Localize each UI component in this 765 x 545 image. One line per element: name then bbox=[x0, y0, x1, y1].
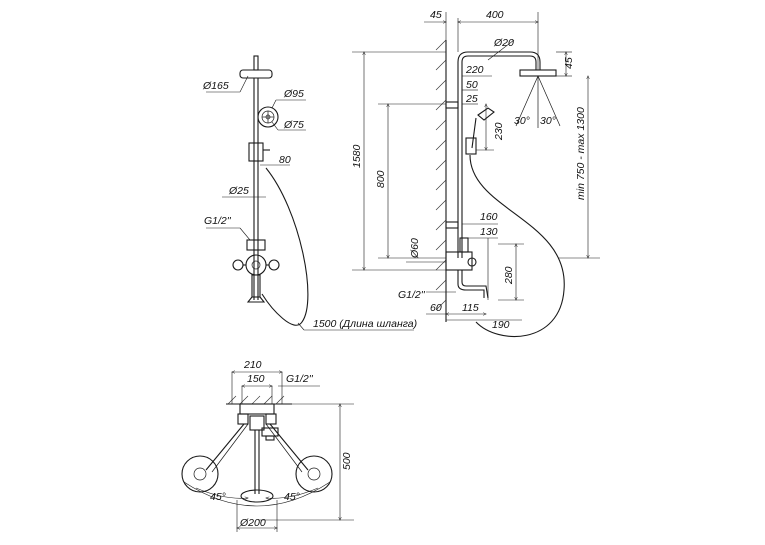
dim-range: min 750 - max 1300 bbox=[575, 107, 587, 200]
dim-d25: Ø25 bbox=[228, 185, 249, 197]
dim-190: 190 bbox=[492, 319, 510, 331]
dim-g12-side: G1/2'' bbox=[398, 289, 426, 301]
dim-160: 160 bbox=[480, 211, 498, 223]
dim-45-head: 45 bbox=[563, 57, 575, 69]
angle-45-left: 45° bbox=[210, 491, 226, 503]
dim-45-top: 45 bbox=[430, 9, 442, 21]
angle-30-right: 30° bbox=[540, 115, 556, 127]
dim-210: 210 bbox=[243, 359, 262, 371]
front-view: Ø165 Ø95 Ø75 80 Ø25 G1/2'' 1500 (Длина ш… bbox=[202, 55, 417, 331]
dim-d165: Ø165 bbox=[202, 80, 229, 92]
dim-400: 400 bbox=[486, 9, 504, 21]
dim-130: 130 bbox=[480, 226, 498, 238]
dim-150: 150 bbox=[247, 373, 265, 385]
dim-g12-left: G1/2'' bbox=[204, 215, 232, 227]
dim-80: 80 bbox=[279, 154, 291, 166]
angle-30-left: 30° bbox=[514, 115, 530, 127]
dim-800: 800 bbox=[375, 170, 387, 188]
dim-d200: Ø200 bbox=[239, 517, 266, 529]
dim-d75: Ø75 bbox=[283, 119, 304, 131]
dim-g12-bottom: G1/2'' bbox=[286, 373, 314, 385]
dim-hose-length: 1500 (Длина шланга) bbox=[313, 318, 417, 330]
angle-45-right: 45° bbox=[284, 491, 300, 503]
dim-d60: Ø60 bbox=[409, 238, 421, 259]
dim-50: 50 bbox=[466, 79, 478, 91]
top-view: 210 150 G1/2'' 500 45° 45° Ø200 bbox=[181, 359, 354, 532]
dim-25: 25 bbox=[465, 93, 478, 105]
dim-115: 115 bbox=[462, 302, 479, 314]
dim-d20: Ø20 bbox=[493, 37, 514, 49]
dim-1580: 1580 bbox=[351, 144, 363, 168]
side-view: 45 400 Ø20 45 220 50 25 230 30° 30° 1580… bbox=[351, 9, 600, 338]
dim-60: 60 bbox=[430, 302, 442, 314]
dim-d95: Ø95 bbox=[283, 88, 304, 100]
dim-280: 280 bbox=[503, 266, 515, 285]
dim-230: 230 bbox=[493, 122, 505, 141]
dim-500: 500 bbox=[341, 452, 353, 470]
dim-220: 220 bbox=[465, 64, 484, 76]
